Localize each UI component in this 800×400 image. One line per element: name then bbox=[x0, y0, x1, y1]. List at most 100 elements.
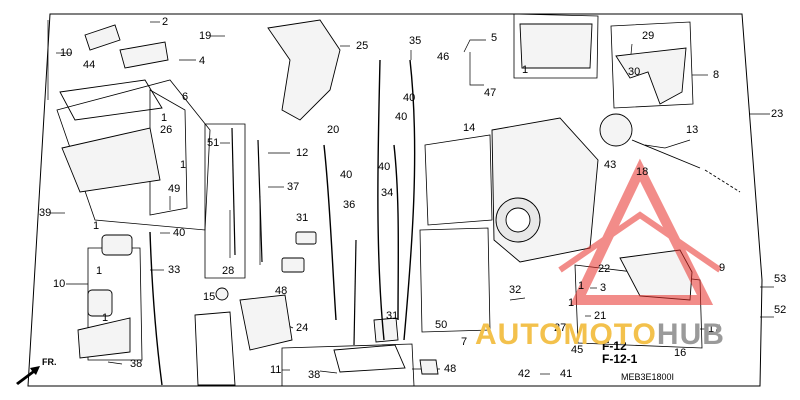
top-cover bbox=[119, 41, 169, 69]
callout-36: 36 bbox=[343, 199, 356, 211]
callout-8: 8 bbox=[713, 69, 720, 81]
callout-43: 43 bbox=[604, 159, 617, 171]
callout-1: 1 bbox=[96, 265, 103, 277]
callout-32: 32 bbox=[509, 284, 522, 296]
callout-11: 11 bbox=[270, 364, 282, 376]
callout-47: 47 bbox=[484, 87, 497, 99]
callout-48: 48 bbox=[275, 285, 288, 297]
callout-24: 24 bbox=[296, 322, 309, 334]
top-cover-plate bbox=[519, 23, 593, 69]
watermark-logo bbox=[558, 158, 722, 305]
callout-33: 33 bbox=[168, 264, 181, 276]
assembly-frame bbox=[27, 13, 763, 387]
throttle-bracket bbox=[615, 47, 687, 105]
callout-37: 37 bbox=[287, 181, 300, 193]
callout-10: 10 bbox=[60, 47, 73, 59]
hot-start-valve bbox=[619, 249, 693, 301]
callout-26: 26 bbox=[160, 124, 173, 136]
callout-40: 40 bbox=[395, 111, 408, 123]
callout-18: 18 bbox=[636, 166, 649, 178]
callout-19: 19 bbox=[199, 30, 212, 42]
callout-2: 2 bbox=[162, 16, 169, 28]
callout-39: 39 bbox=[39, 207, 52, 219]
hose-36 bbox=[323, 144, 337, 321]
bracket-frame bbox=[610, 21, 694, 109]
callout-1: 1 bbox=[180, 159, 187, 171]
carburetor-body bbox=[491, 117, 599, 263]
callout-49: 49 bbox=[168, 183, 181, 195]
callout-38: 38 bbox=[308, 369, 321, 381]
throttle-cable-frame bbox=[281, 343, 415, 387]
callout-40: 40 bbox=[378, 161, 391, 173]
watermark-part2: HUB bbox=[656, 318, 725, 351]
top-cover-frame bbox=[513, 13, 599, 79]
slide-rod bbox=[631, 139, 701, 169]
figure-ref-f12: F-12 bbox=[602, 339, 627, 353]
callout-28: 28 bbox=[222, 265, 235, 277]
callout-1: 1 bbox=[102, 312, 109, 324]
needle-frame bbox=[204, 123, 246, 279]
callout-13: 13 bbox=[686, 124, 699, 136]
washer bbox=[215, 287, 229, 301]
hose-35-left bbox=[377, 59, 385, 341]
pump-diaphragm bbox=[87, 289, 113, 317]
callout-22: 22 bbox=[598, 263, 611, 275]
callout-35: 35 bbox=[409, 35, 422, 47]
callout-6: 6 bbox=[182, 91, 189, 103]
callout-40: 40 bbox=[173, 227, 186, 239]
callout-52: 52 bbox=[774, 304, 787, 316]
callout-31: 31 bbox=[296, 212, 309, 224]
callout-45: 45 bbox=[571, 344, 584, 356]
throttle-rod bbox=[353, 239, 357, 346]
slide-valve bbox=[599, 113, 633, 147]
spring bbox=[704, 169, 741, 193]
callout-1: 1 bbox=[161, 112, 168, 124]
watermark-part1: AUTOMOTO bbox=[475, 318, 657, 351]
float-bowl-cap bbox=[84, 24, 121, 51]
clip-b bbox=[281, 257, 305, 273]
callout-25: 25 bbox=[356, 40, 369, 52]
callout-1: 1 bbox=[522, 64, 529, 76]
callout-3: 3 bbox=[600, 282, 607, 294]
callout-41: 41 bbox=[560, 368, 573, 380]
watermark-text: AUTOMOTOHUB bbox=[475, 318, 725, 352]
callout-21: 21 bbox=[594, 310, 607, 322]
figure-ref-f12-1: F-12-1 bbox=[602, 352, 638, 366]
part-shapes bbox=[59, 19, 741, 386]
pump-housing bbox=[77, 317, 131, 359]
callout-4: 4 bbox=[199, 55, 206, 67]
callout-40: 40 bbox=[340, 169, 353, 181]
diagram-code: MEB3E1800I bbox=[621, 372, 675, 382]
callout-42: 42 bbox=[518, 368, 531, 380]
callout-29: 29 bbox=[642, 30, 655, 42]
callout-12: 12 bbox=[296, 147, 309, 159]
callout-23: 23 bbox=[771, 108, 784, 120]
callout-9: 9 bbox=[719, 262, 726, 274]
o-ring-set bbox=[194, 311, 236, 386]
carb-heat-plate bbox=[267, 19, 341, 121]
leader-lines bbox=[47, 20, 774, 375]
callout-34: 34 bbox=[381, 187, 394, 199]
callout-48: 48 bbox=[444, 363, 457, 375]
float-gasket bbox=[59, 79, 163, 121]
bracket-48 bbox=[419, 359, 439, 375]
fr-arrow-icon bbox=[16, 366, 40, 385]
callout-17: 17 bbox=[708, 323, 721, 335]
hose-33 bbox=[149, 231, 163, 386]
float-chamber-frame bbox=[56, 79, 211, 231]
throttle-cable-bracket bbox=[333, 344, 406, 373]
jet-needle bbox=[231, 127, 236, 256]
insulator bbox=[239, 294, 293, 351]
pump-cover bbox=[101, 234, 133, 256]
callout-51: 51 bbox=[207, 137, 220, 149]
callout-1: 1 bbox=[568, 297, 575, 309]
callout-27: 27 bbox=[554, 322, 567, 334]
callout-20: 20 bbox=[327, 124, 340, 136]
direction-label: FR. bbox=[42, 357, 57, 367]
callout-15: 15 bbox=[203, 291, 216, 303]
callout-7: 7 bbox=[461, 336, 468, 348]
callout-44: 44 bbox=[83, 59, 96, 71]
needles bbox=[231, 127, 357, 346]
callout-14: 14 bbox=[463, 122, 476, 134]
